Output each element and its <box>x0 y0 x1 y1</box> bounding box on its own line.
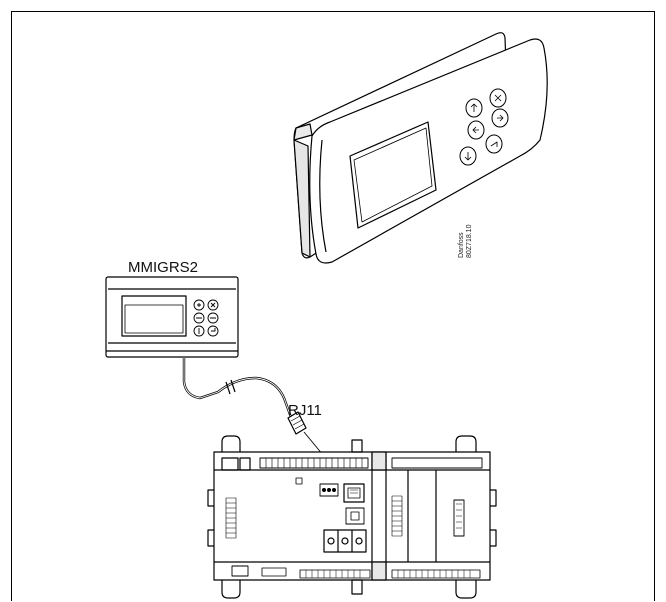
remote-display-unit <box>293 32 548 264</box>
rj11-label: RJ11 <box>288 402 322 419</box>
drawing-credit: Danfoss 80Z718.10 <box>458 198 488 258</box>
rj11-socket <box>343 483 365 503</box>
credit-code: 80Z718.10 <box>466 224 473 258</box>
controller-unit <box>207 435 497 599</box>
mmigrs2-label: MMIGRS2 <box>128 259 199 276</box>
connection-cable <box>182 357 353 491</box>
remote-display-keys <box>459 88 509 166</box>
mmigrs2-display <box>105 276 239 358</box>
credit-brand: Danfoss <box>458 232 465 258</box>
rj11-plug <box>287 411 307 435</box>
diagram-frame <box>11 11 655 601</box>
mmigrs2-keys <box>193 299 219 337</box>
